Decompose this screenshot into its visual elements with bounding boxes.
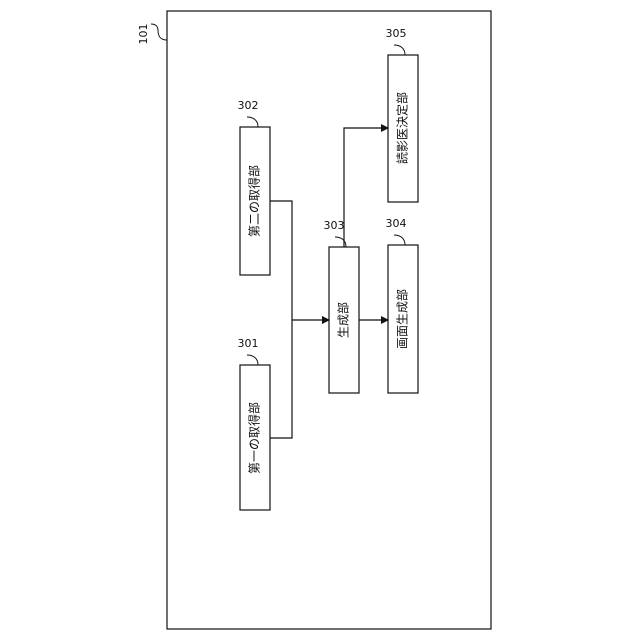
block-second-acquisition-leader [247, 117, 258, 127]
block-screen-generation-ref: 304 [386, 217, 407, 230]
block-second-acquisition: 第二の取得部 302 [238, 99, 271, 275]
outer-frame-ref: 101 [137, 24, 150, 45]
block-screen-generation: 画面生成部 304 [386, 217, 419, 393]
block-reader-determination-label: 読影医決定部 [395, 92, 410, 164]
block-second-acquisition-label: 第二の取得部 [247, 165, 262, 237]
connector-302-to-303 [270, 201, 292, 320]
block-first-acquisition-leader [247, 355, 258, 365]
block-first-acquisition-ref: 301 [238, 337, 259, 350]
block-first-acquisition-label: 第一の取得部 [247, 402, 262, 474]
block-generation-label: 生成部 [336, 302, 351, 338]
block-screen-generation-label: 画面生成部 [395, 289, 410, 349]
block-first-acquisition: 第一の取得部 301 [238, 337, 271, 510]
arrow-303-to-305 [344, 128, 388, 247]
block-reader-determination: 読影医決定部 305 [386, 27, 419, 202]
block-generation: 生成部 303 [324, 219, 360, 393]
block-screen-generation-leader [394, 235, 405, 245]
connector-301-to-303 [270, 320, 292, 438]
outer-frame-leader [151, 24, 167, 40]
block-reader-determination-ref: 305 [386, 27, 407, 40]
block-second-acquisition-ref: 302 [238, 99, 259, 112]
block-reader-determination-leader [394, 45, 405, 55]
block-generation-ref: 303 [324, 219, 345, 232]
